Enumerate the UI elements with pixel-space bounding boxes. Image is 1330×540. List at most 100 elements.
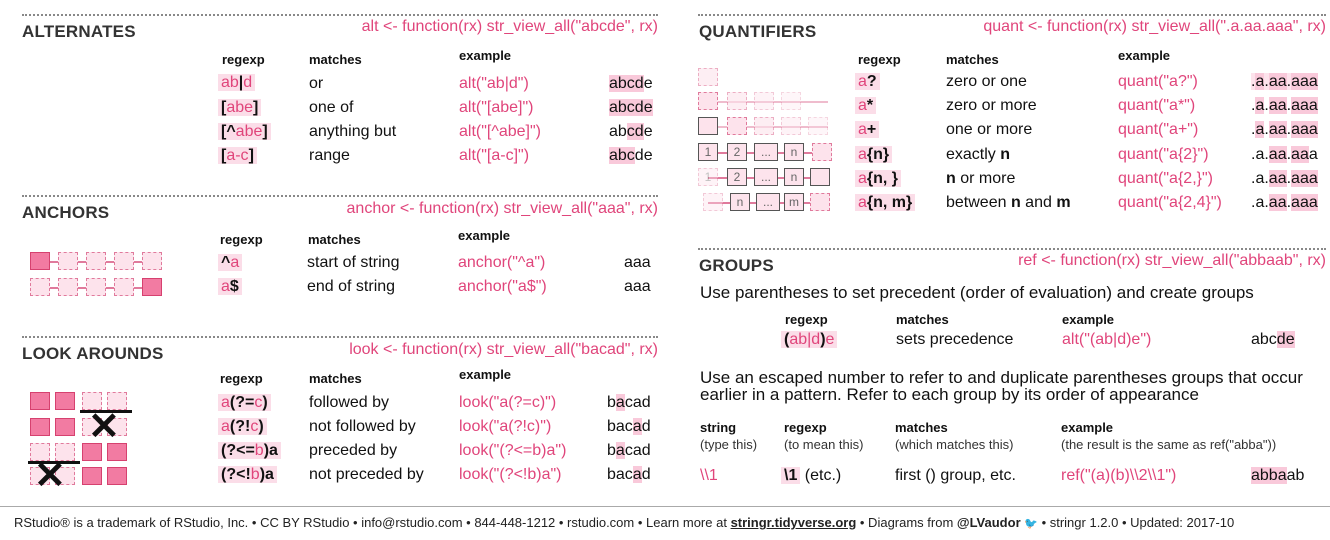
match-description: followed by — [309, 394, 390, 411]
footer-text: • stringr 1.2.0 • Updated: 2017-10 — [1037, 515, 1235, 530]
lookarounds-row: (?<!b)a — [218, 466, 277, 484]
match-description: zero or one — [946, 73, 1027, 90]
regexp-pattern: (?<!b)a — [218, 466, 277, 483]
groups-header-matches: matches — [896, 312, 949, 327]
alternates-header-regexp: regexp — [222, 52, 265, 67]
example-code: alt("[a-c]") — [459, 147, 530, 164]
groups-title: GROUPS — [699, 256, 774, 275]
lookarounds-header-example: example — [459, 367, 512, 382]
groups-header-example: example — [1062, 312, 1115, 327]
lookarounds-row: (?<=b)a — [218, 442, 281, 460]
example-code: ref("(a)(b)\\2\\1") — [1061, 467, 1177, 484]
regexp-pattern: ^a — [218, 254, 243, 271]
example-result: .a.aa.aaa — [1251, 194, 1318, 211]
lookarounds-row: a(?=c) — [218, 394, 271, 412]
alternates-header-example: example — [459, 48, 512, 63]
anchors-row: a$ — [218, 278, 242, 296]
regexp-pattern: a? — [855, 73, 880, 90]
groups-paragraph-line2: earlier in a pattern. Refer to each grou… — [700, 385, 1199, 404]
alternates-row: [a-c] — [218, 147, 257, 165]
match-description: not preceded by — [309, 466, 424, 483]
groups-intro: Use parentheses to set precedent (order … — [700, 283, 1254, 302]
example-result: aaa — [624, 254, 651, 271]
alternates-function: alt <- function(rx) str_view_all("abcde"… — [361, 18, 658, 35]
regexp-pattern: ab|d — [218, 74, 256, 91]
regexp-pattern: a{n, m} — [855, 194, 916, 211]
example-code: look("(?<!b)a") — [459, 466, 562, 483]
lookarounds-function: look <- function(rx) str_view_all("bacad… — [349, 341, 658, 358]
regexp-pattern: a{n, } — [855, 170, 902, 187]
quantifiers-row: a{n, m} — [855, 194, 916, 212]
regexp-pattern: a{n} — [855, 146, 893, 163]
groups-row: (ab|d)e — [781, 331, 838, 349]
example-code: look("a(?!c)") — [459, 418, 552, 435]
example-result: abcde — [609, 147, 653, 164]
match-description: exactly n — [946, 146, 1011, 163]
alternates-row: [abe] — [218, 99, 262, 117]
footer-author[interactable]: @LVaudor — [956, 515, 1021, 530]
groups-header-string: string — [700, 420, 737, 435]
example-result: .a.aa.aaa — [1251, 170, 1318, 187]
quantifiers-row: a* — [855, 97, 877, 115]
example-code: alt("ab|d") — [459, 75, 529, 92]
example-result: .a.aa.aaa — [1251, 73, 1318, 90]
cross-icon: ✕ — [34, 455, 66, 497]
example-result: .a.aa.aaa — [1251, 97, 1318, 114]
quantifiers-header-regexp: regexp — [858, 52, 901, 67]
example-result: bacad — [607, 418, 651, 435]
anchors-function: anchor <- function(rx) str_view_all("aaa… — [346, 200, 658, 217]
regexp-pattern: a(?!c) — [218, 418, 267, 435]
example-code: anchor("a$") — [458, 278, 547, 295]
example-code: alt("(ab|d)e") — [1062, 331, 1152, 348]
example-code: anchor("^a") — [458, 254, 546, 271]
regexp-pattern: a+ — [855, 121, 880, 138]
anchors-row: ^a — [218, 254, 243, 272]
lookarounds-row: a(?!c) — [218, 418, 267, 436]
match-description: n or more — [946, 170, 1016, 187]
anchors-header-regexp: regexp — [220, 232, 263, 247]
match-description: start of string — [307, 254, 400, 271]
regexp-pattern: [a-c] — [218, 147, 257, 164]
example-code: quant("a?") — [1118, 73, 1198, 90]
regexp-pattern: a$ — [218, 278, 242, 295]
backref-string: \\1 — [700, 467, 718, 484]
example-result: .a.aa.aaa — [1251, 146, 1318, 163]
quantifiers-header-example: example — [1118, 48, 1171, 63]
quantifiers-title: QUANTIFIERS — [699, 22, 817, 41]
example-result: abbaab — [1251, 467, 1305, 484]
cross-icon: ✕ — [88, 406, 120, 448]
footer-link[interactable]: stringr.tidyverse.org — [730, 515, 857, 530]
match-description: between n and m — [946, 194, 1071, 211]
alternates-header-matches: matches — [309, 52, 362, 67]
example-result: abcde — [609, 75, 653, 92]
alternates-row: ab|d — [218, 74, 256, 92]
match-description: sets precedence — [896, 331, 1014, 348]
quantifiers-header-matches: matches — [946, 52, 999, 67]
example-code: quant("a+") — [1118, 121, 1199, 138]
groups-subheader-regexp: (to mean this) — [784, 437, 864, 452]
match-description: zero or more — [946, 97, 1037, 114]
groups-header-regexp: regexp — [785, 312, 828, 327]
alternates-row: [^abe] — [218, 123, 271, 141]
regexp-pattern: [abe] — [218, 99, 262, 116]
quantifiers-row: a{n} — [855, 146, 893, 164]
quantifiers-row: a{n, } — [855, 170, 902, 188]
example-code: quant("a*") — [1118, 97, 1196, 114]
footer-text: RStudio® is a trademark of RStudio, Inc.… — [14, 515, 731, 530]
example-code: alt("[^abe]") — [459, 123, 542, 140]
groups-header-regexp2: regexp — [784, 420, 827, 435]
match-description: preceded by — [309, 442, 398, 459]
quantifiers-row: a+ — [855, 121, 880, 139]
anchors-header-matches: matches — [308, 232, 361, 247]
groups-header-matches2: matches — [895, 420, 948, 435]
groups-subheader-matches: (which matches this) — [895, 437, 1014, 452]
regexp-pattern: a* — [855, 97, 877, 114]
regexp-pattern: (?<=b)a — [218, 442, 281, 459]
quantifiers-row: a? — [855, 73, 880, 91]
match-description: anything but — [309, 123, 397, 140]
regexp-pattern: a(?=c) — [218, 394, 271, 411]
lookarounds-header-regexp: regexp — [220, 371, 263, 386]
groups-subheader-example: (the result is the same as ref("abba")) — [1061, 437, 1277, 452]
regexp-pattern: (ab|d)e — [781, 331, 838, 348]
backref-regexp: \1 (etc.) — [781, 467, 841, 485]
